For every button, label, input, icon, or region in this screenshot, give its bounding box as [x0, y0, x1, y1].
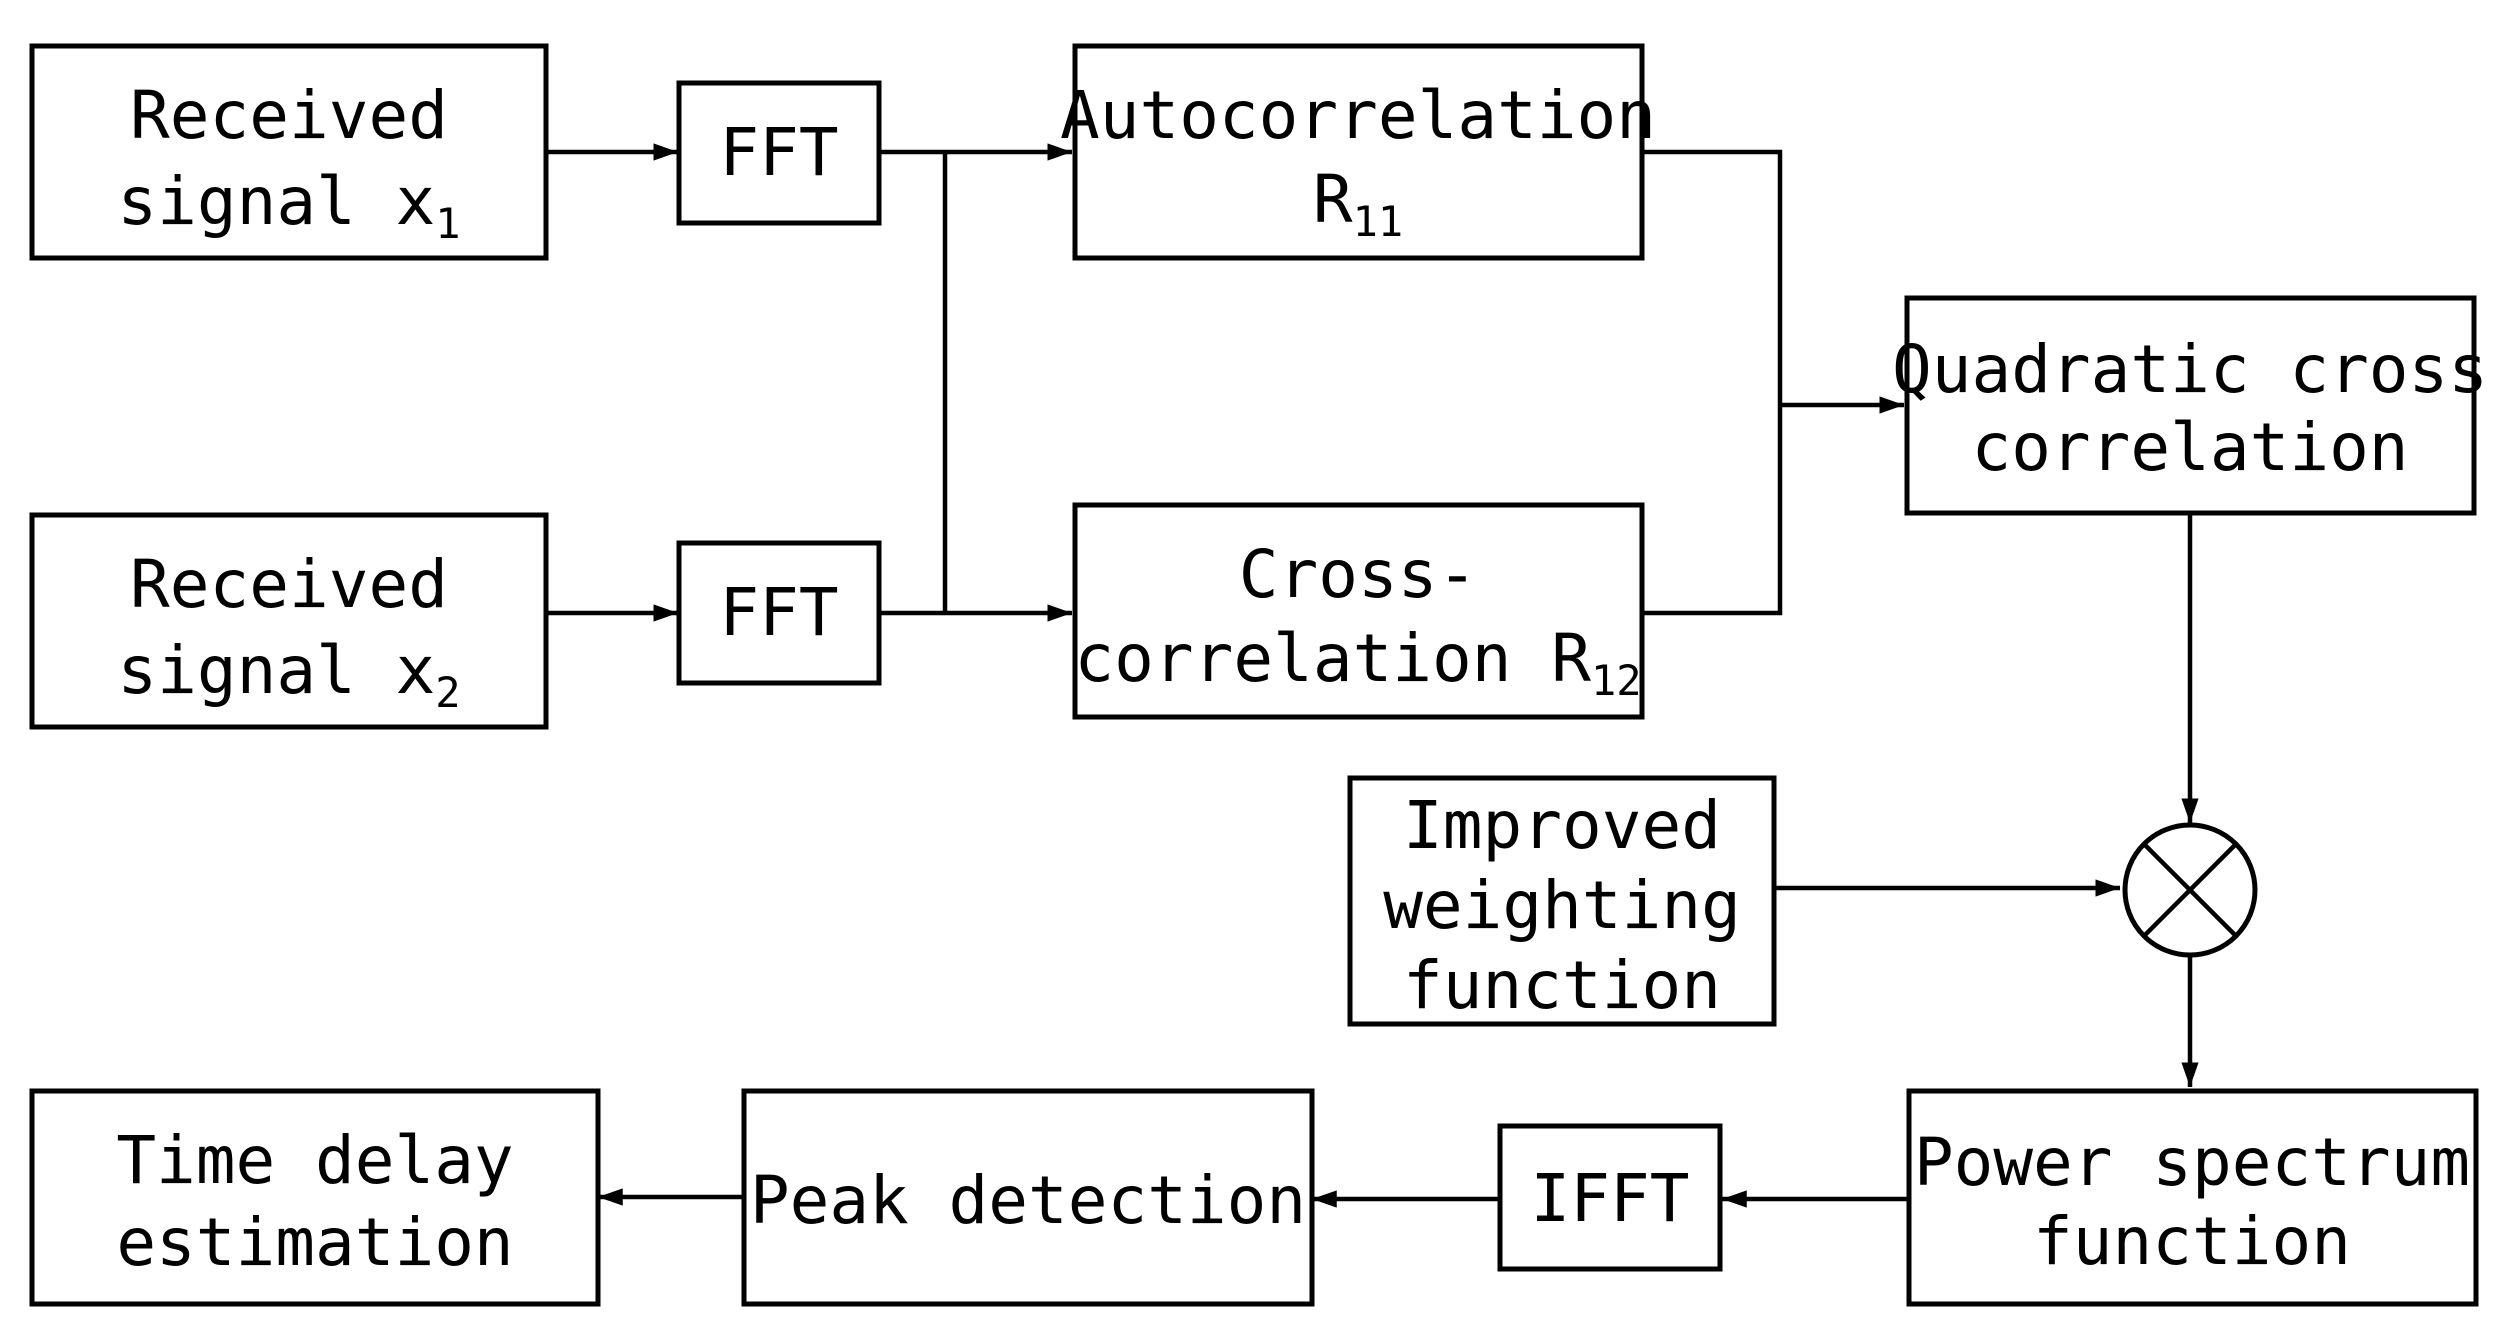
time-delay-line1: Time delay [116, 1122, 513, 1199]
fft-bottom-label: FFT [719, 574, 838, 651]
block-time-delay-estimation: Time delay estimation [29, 1088, 601, 1307]
cross-correlation-line1: Cross- [1239, 536, 1477, 613]
autocorrelation-line1: Autocorrelation [1060, 77, 1656, 154]
autocorrelation-line2: R11 [1313, 161, 1403, 246]
improved-weighting-line2: weighting [1383, 867, 1741, 944]
time-delay-line2: estimation [116, 1204, 513, 1281]
block-improved-weighting-function: Improved weighting function [1347, 775, 1777, 1027]
received-x1-line1: Received [130, 77, 448, 154]
block-power-spectrum-function: Power spectrum function [1906, 1088, 2479, 1307]
block-ifft: IFFT [1497, 1123, 1723, 1272]
block-received-signal-x1: Received signal x1 [29, 43, 549, 261]
cross-correlation-line2: correlation R12 [1074, 620, 1641, 705]
quadratic-cross-line2: correlation [1971, 409, 2408, 486]
multiplier-icon [2122, 822, 2258, 958]
ifft-label: IFFT [1531, 1160, 1690, 1237]
fft-top-label: FFT [719, 114, 838, 191]
block-quadratic-cross-correlation: Quadratic cross correlation [1892, 295, 2488, 516]
received-x1-line2: signal x1 [117, 163, 460, 248]
received-x2-line2: signal x2 [117, 632, 460, 717]
block-fft-top: FFT [676, 80, 882, 226]
peak-detection-label: Peak detection [750, 1162, 1306, 1239]
autocorrelation-output-line [1643, 149, 1783, 405]
block-cross-correlation: Cross- correlation R12 [1072, 502, 1645, 720]
power-spectrum-line1: Power spectrum [1914, 1124, 2470, 1201]
quadratic-cross-line1: Quadratic cross [1892, 331, 2488, 408]
block-peak-detection: Peak detection [741, 1088, 1315, 1307]
block-autocorrelation: Autocorrelation R11 [1060, 43, 1656, 261]
connectors [547, 143, 2199, 1208]
improved-weighting-line1: Improved [1403, 787, 1721, 864]
received-x2-line1: Received [130, 546, 448, 623]
cross-correlation-output-line [1643, 405, 1783, 616]
block-fft-bottom: FFT [676, 540, 882, 686]
block-received-signal-x2: Received signal x2 [29, 512, 549, 730]
improved-weighting-line3: function [1403, 947, 1721, 1024]
power-spectrum-line2: function [2033, 1203, 2351, 1280]
